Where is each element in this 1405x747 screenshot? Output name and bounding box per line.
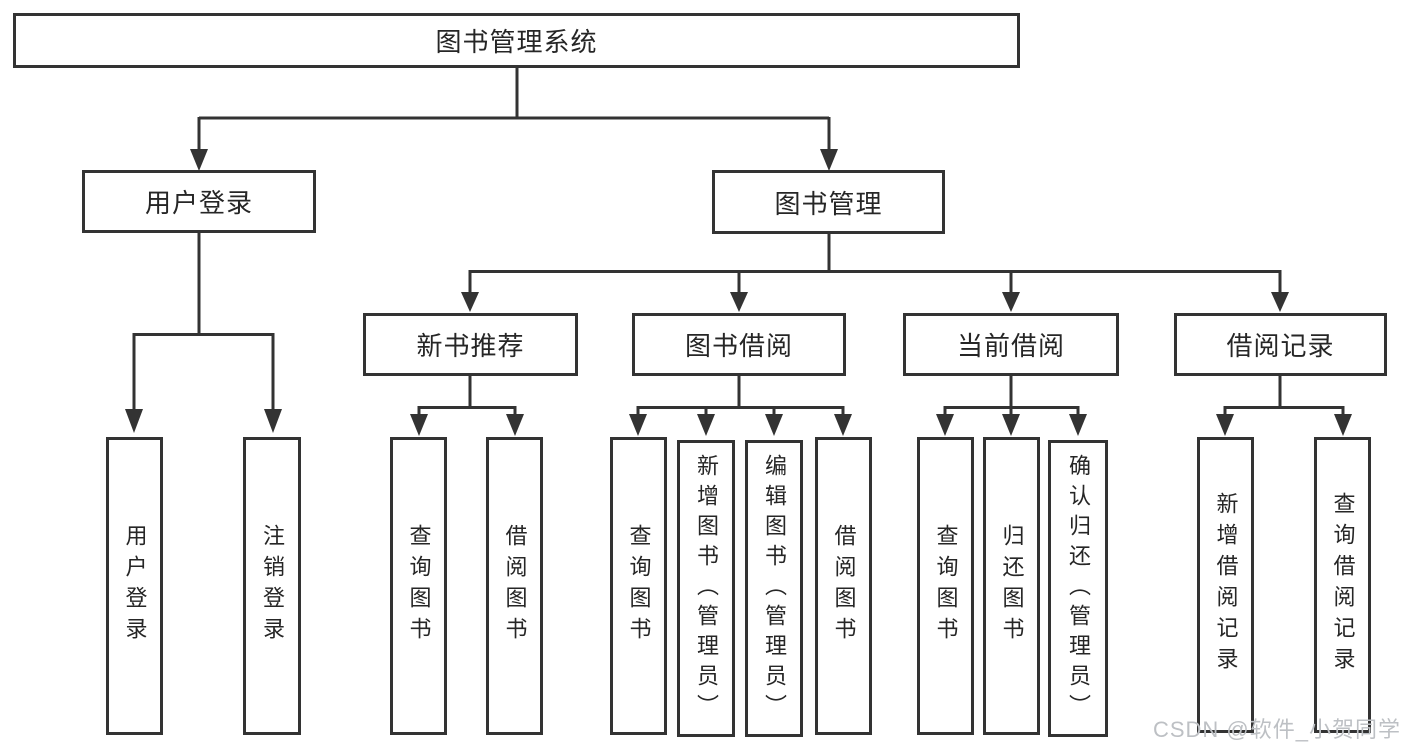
node-borrow-records: 借阅记录 (1174, 313, 1387, 376)
leaf-br-add-record: 新增借阅记录 (1197, 437, 1254, 733)
leaf-cb-return-books: 归还图书 (983, 437, 1040, 735)
node-book-management: 图书管理 (712, 170, 945, 234)
leaf-nb-borrow-books: 借阅图书 (486, 437, 543, 735)
node-new-book-recommend: 新书推荐 (363, 313, 578, 376)
leaf-logout: 注销登录 (243, 437, 301, 735)
node-user-login: 用户登录 (82, 170, 316, 233)
arrowheads (125, 149, 1352, 436)
leaf-cb-confirm-return-admin: 确认归还（管理员） (1048, 440, 1108, 737)
leaf-br-query-record: 查询借阅记录 (1314, 437, 1371, 733)
leaf-cb-query-books: 查询图书 (917, 437, 974, 735)
node-root: 图书管理系统 (13, 13, 1020, 68)
leaf-user-login: 用户登录 (106, 437, 163, 735)
leaf-nb-query-books: 查询图书 (390, 437, 447, 735)
leaf-bb-query-books: 查询图书 (610, 437, 667, 735)
leaf-bb-edit-books-admin: 编辑图书（管理员） (745, 440, 803, 737)
leaf-bb-borrow-books: 借阅图书 (815, 437, 872, 735)
node-book-borrow: 图书借阅 (632, 313, 846, 376)
node-current-borrow: 当前借阅 (903, 313, 1119, 376)
leaf-bb-add-books-admin: 新增图书（管理员） (677, 440, 735, 737)
